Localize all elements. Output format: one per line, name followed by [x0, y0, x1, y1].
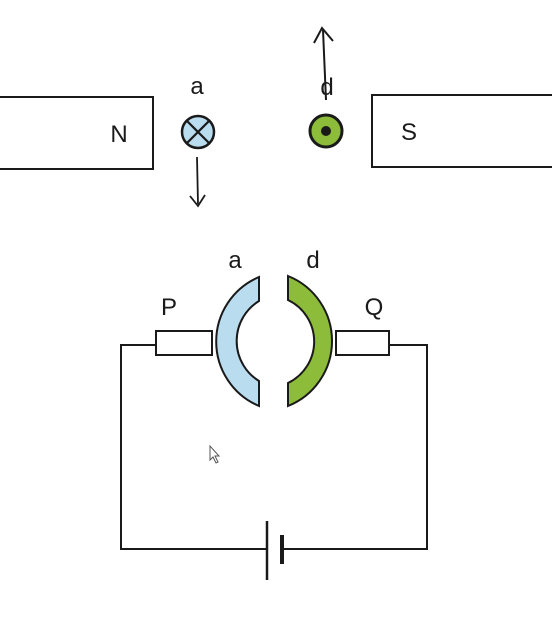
south-magnet: S — [371, 94, 552, 168]
arrow-up-icon — [313, 26, 334, 101]
commutator-segment-d — [287, 274, 334, 408]
wire-a-label: a — [190, 73, 204, 100]
north-magnet: N — [0, 96, 154, 170]
commutator-segment-a — [215, 275, 260, 408]
wire-d-label: d — [320, 74, 333, 101]
brush-q: Q — [335, 294, 390, 356]
current-into-page-icon — [180, 114, 216, 150]
north-label: N — [110, 121, 127, 148]
south-label: S — [401, 119, 417, 146]
segment-a-label: a — [228, 247, 242, 274]
brush-p: P — [155, 294, 213, 356]
mouse-pointer-icon — [209, 444, 221, 464]
arrow-down-icon — [189, 156, 206, 208]
brush-q-label: Q — [365, 294, 384, 321]
current-out-of-page-icon — [308, 113, 344, 149]
circuit-wire — [120, 344, 428, 550]
battery-icon — [265, 521, 284, 580]
segment-d-label: d — [306, 247, 319, 274]
brush-p-label: P — [161, 294, 177, 321]
